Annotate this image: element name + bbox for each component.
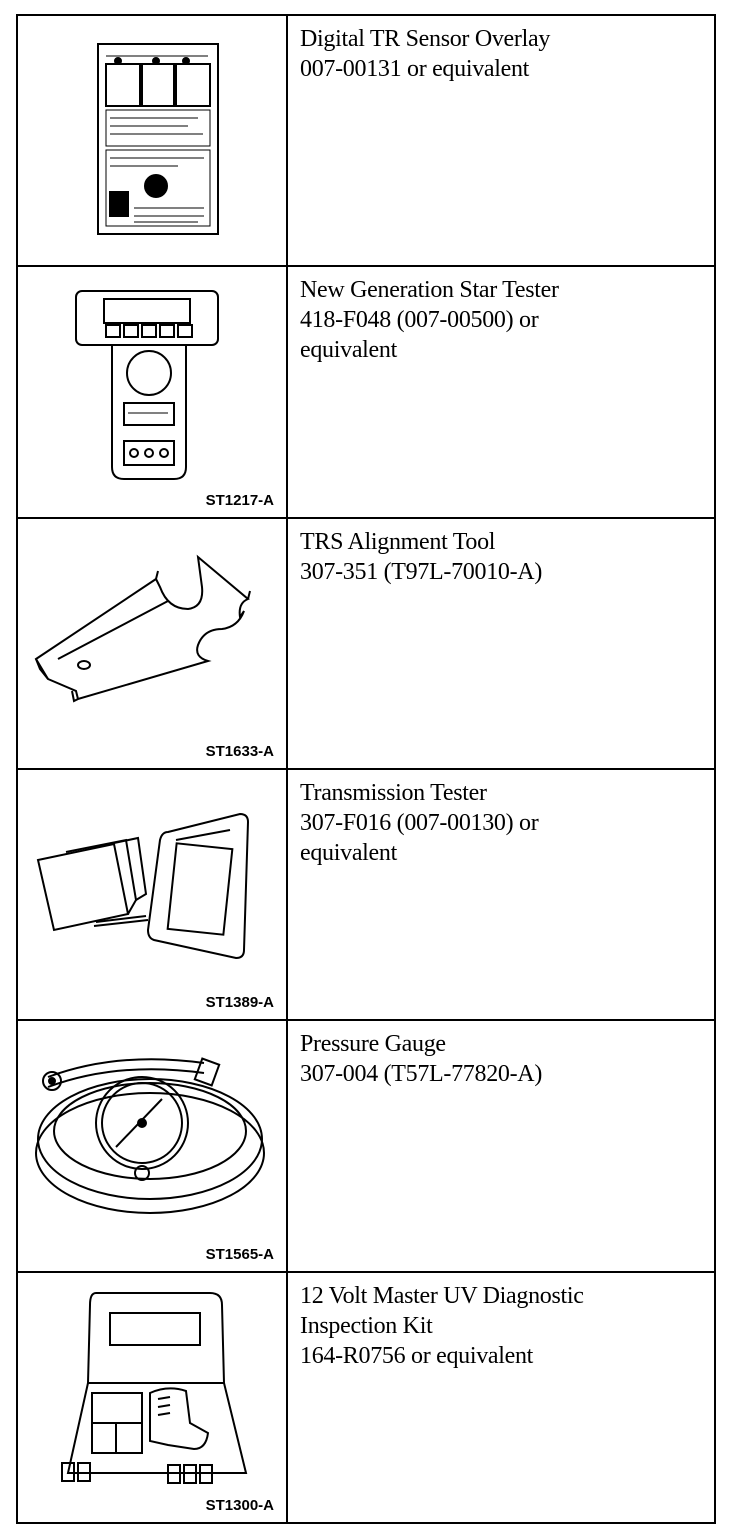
- tool-name: New Generation Star Tester: [300, 277, 559, 304]
- tool-illustration-cell: ST1565-A: [16, 1019, 288, 1273]
- tool-name: 12 Volt Master UV Diagnostic: [300, 1282, 584, 1309]
- tool-part-number: 307-004 (T57L-77820-A): [300, 1061, 543, 1088]
- tool-illustration-cell: ST1217-A: [16, 265, 288, 519]
- tool-description-cell: 12 Volt Master UV Diagnostic Inspection …: [286, 1270, 716, 1525]
- tool-name: TRS Alignment Tool: [300, 528, 496, 555]
- figure-id: ST1217-A: [205, 491, 274, 509]
- figure-id: ST1565-A: [205, 1245, 274, 1263]
- tool-description-cell: Transmission Tester 307-F016 (007-00130)…: [286, 767, 716, 1022]
- tool-description-cell: New Generation Star Tester 418-F048 (007…: [286, 265, 716, 519]
- tool-row: ST1217-A New Generation Star Tester 418-…: [16, 265, 716, 519]
- tool-description-cell: Digital TR Sensor Overlay 007-00131 or e…: [286, 13, 716, 268]
- tool-row: ST1633-A TRS Alignment Tool 307-351 (T97…: [16, 516, 716, 770]
- tool-part-number: 164-R0756 or equivalent: [300, 1342, 534, 1369]
- tool-name: Transmission Tester: [300, 779, 487, 806]
- tool-row: ST1565-A Pressure Gauge 307-004 (T57L-77…: [16, 1019, 716, 1273]
- tool-part-number: 307-351 (T97L-70010-A): [300, 558, 543, 585]
- tool-name: Pressure Gauge: [300, 1031, 446, 1058]
- tool-row: ST1389-A Transmission Tester 307-F016 (0…: [16, 767, 716, 1022]
- handheld-tester-icon: [75, 290, 219, 481]
- tool-name: Digital TR Sensor Overlay: [300, 26, 551, 52]
- tool-description-cell: Pressure Gauge 307-004 (T57L-77820-A): [286, 1019, 716, 1273]
- figure-id: ST1389-A: [205, 994, 274, 1012]
- tool-part-number: 007-00131 or equivalent: [300, 56, 530, 82]
- tool-part-number: equivalent: [300, 337, 397, 364]
- alignment-tool-icon: [34, 554, 251, 703]
- tool-name: Inspection Kit: [300, 1312, 433, 1339]
- pressure-gauge-icon: [35, 1057, 265, 1215]
- tool-illustration-cell: [16, 13, 288, 268]
- tool-part-number: 307-F016 (007-00130) or: [300, 809, 539, 836]
- tool-part-number: equivalent: [300, 839, 397, 866]
- sensor-overlay-card-icon: [97, 43, 219, 235]
- tool-illustration-cell: ST1389-A: [16, 767, 288, 1022]
- uv-diagnostic-kit-icon: [61, 1291, 248, 1484]
- transmission-tester-icon: [36, 812, 250, 959]
- tool-description-cell: TRS Alignment Tool 307-351 (T97L-70010-A…: [286, 516, 716, 770]
- tool-row: Digital TR Sensor Overlay 007-00131 or e…: [16, 13, 716, 268]
- figure-id: ST1300-A: [205, 1497, 274, 1514]
- special-tools-table: Digital TR Sensor Overlay 007-00131 or e…: [16, 13, 716, 1525]
- figure-id: ST1633-A: [205, 742, 274, 760]
- tool-illustration-cell: ST1633-A: [16, 516, 288, 770]
- tool-part-number: 418-F048 (007-00500) or: [300, 307, 539, 334]
- tool-row: ST1300-A 12 Volt Master UV Diagnostic In…: [16, 1270, 716, 1525]
- tool-illustration-cell: ST1300-A: [16, 1270, 288, 1525]
